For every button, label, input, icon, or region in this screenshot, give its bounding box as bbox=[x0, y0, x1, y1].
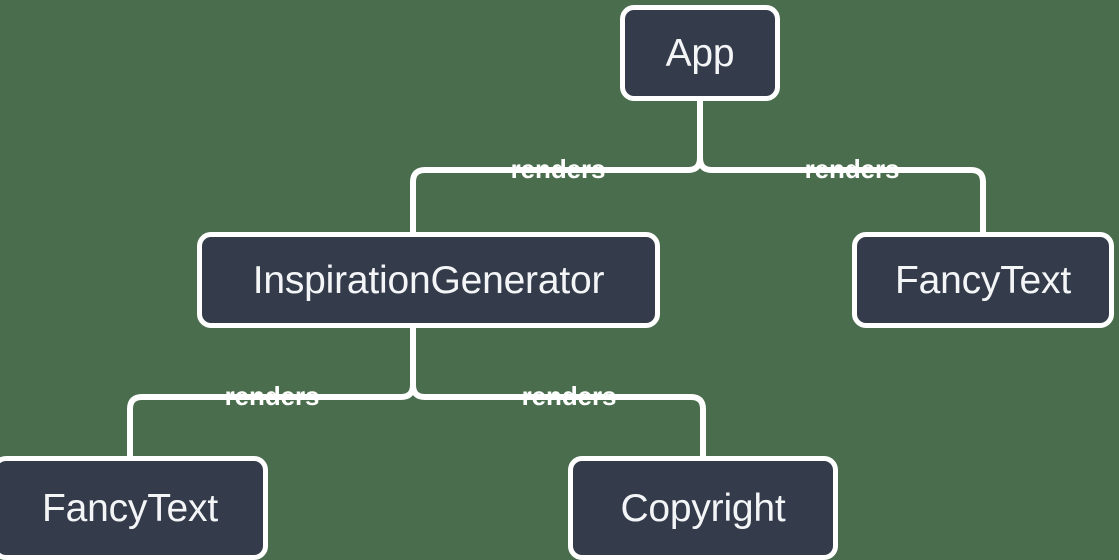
edge-label-inspiration-generator-to-fancytext-bottom: renders bbox=[224, 381, 320, 411]
edge-label-app-to-inspiration-generator: renders bbox=[510, 154, 606, 184]
edge-label-inspiration-generator-to-copyright: renders bbox=[521, 381, 617, 411]
node-copyright[interactable]: Copyright bbox=[568, 456, 838, 560]
node-copyright-label: Copyright bbox=[620, 486, 786, 530]
node-fancytext-right-label: FancyText bbox=[895, 258, 1071, 302]
node-app[interactable]: App bbox=[620, 5, 780, 101]
node-fancytext-bottom-label: FancyText bbox=[42, 486, 218, 530]
node-inspiration-generator-label: InspirationGenerator bbox=[252, 258, 605, 302]
node-inspiration-generator[interactable]: InspirationGenerator bbox=[197, 232, 660, 328]
node-fancytext-bottom[interactable]: FancyText bbox=[0, 456, 268, 560]
node-app-label: App bbox=[665, 31, 735, 75]
edge-label-app-to-fancytext-right: renders bbox=[804, 154, 900, 184]
node-fancytext-right[interactable]: FancyText bbox=[852, 232, 1114, 328]
